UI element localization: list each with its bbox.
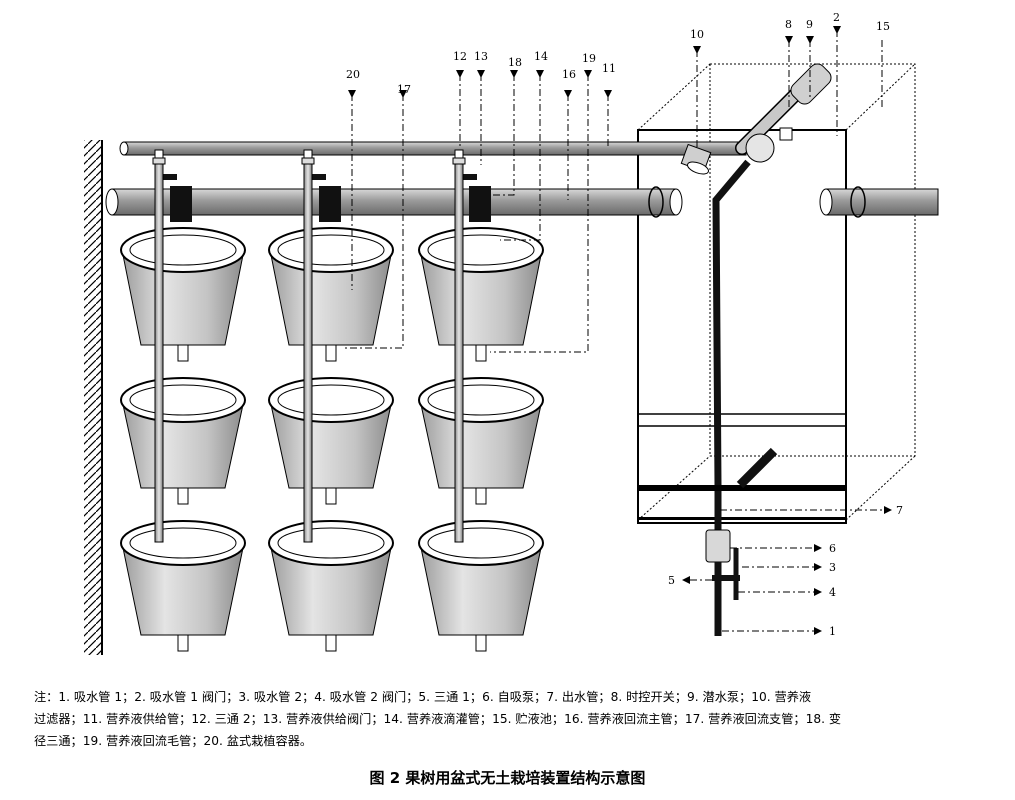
pot (268, 520, 394, 652)
callout-6: 6 (829, 542, 836, 555)
figure-note: 注：1. 吸水管 1；2. 吸水管 1 阀门；3. 吸水管 2；4. 吸水管 2… (34, 686, 1000, 752)
storage-tank (637, 63, 916, 524)
callout-lines (345, 26, 892, 635)
pot-columns (120, 149, 544, 652)
callout-17: 17 (397, 83, 411, 96)
note-line-1: 注：1. 吸水管 1；2. 吸水管 1 阀门；3. 吸水管 2；4. 吸水管 2… (34, 690, 812, 704)
callout-5: 5 (668, 574, 675, 587)
callout-11: 11 (602, 62, 616, 75)
callout-1: 1 (829, 625, 836, 638)
pot (120, 520, 246, 652)
callout-20: 20 (346, 68, 360, 81)
note-line-3: 径三通；19. 营养液回流毛管；20. 盆式栽植容器。 (34, 734, 313, 748)
self-priming-pump-6 (705, 529, 731, 563)
pot (418, 227, 544, 362)
pot (120, 227, 246, 362)
structure-diagram: 20 17 12 13 18 14 16 19 11 10 8 9 2 15 7… (84, 11, 939, 655)
pot (120, 377, 246, 505)
callout-9: 9 (806, 18, 813, 31)
return-main-pipe-16 (105, 186, 939, 218)
callout-13: 13 (474, 50, 488, 63)
callout-labels: 20 17 12 13 18 14 16 19 11 10 8 9 2 15 7… (346, 11, 903, 638)
callout-8: 8 (785, 18, 792, 31)
pot-column-1 (120, 149, 246, 652)
filter-10 (680, 143, 712, 175)
callout-4: 4 (829, 586, 836, 599)
wall (84, 140, 103, 655)
callout-14: 14 (534, 50, 548, 63)
callout-15: 15 (876, 20, 890, 33)
pot (268, 227, 394, 362)
callout-19: 19 (582, 52, 596, 65)
callout-3: 3 (829, 561, 836, 574)
pot-column-3 (418, 149, 544, 652)
tank-internals (680, 63, 832, 636)
note-line-2: 过滤器；11. 营养液供给管；12. 三通 2；13. 营养液供给阀门；14. … (34, 712, 842, 726)
callout-18: 18 (508, 56, 522, 69)
callout-7: 7 (896, 504, 903, 517)
callout-16: 16 (562, 68, 576, 81)
submersible-pump-9 (735, 63, 832, 163)
figure-caption: 图 2 果树用盆式无土栽培装置结构示意图 (369, 769, 646, 787)
supply-pipe-11 (119, 141, 747, 156)
callout-12: 12 (453, 50, 467, 63)
callout-2: 2 (833, 11, 840, 24)
callout-10: 10 (690, 28, 704, 41)
pot (268, 377, 394, 505)
pot-column-2 (268, 149, 394, 652)
pot (418, 520, 544, 652)
pot (418, 377, 544, 505)
